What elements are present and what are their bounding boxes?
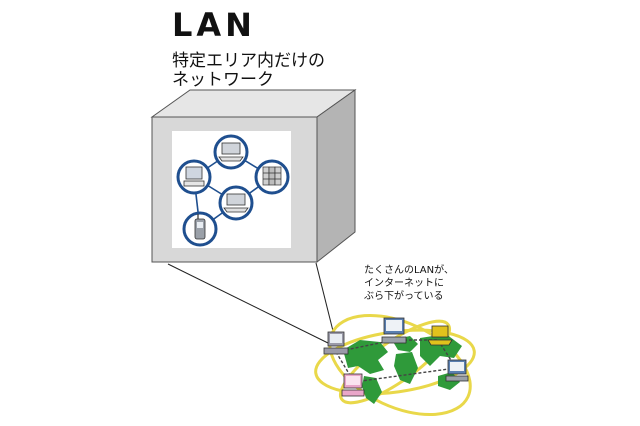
lan-node-desktop-left [176,159,212,195]
subtitle-line-2: ネットワーク [172,70,274,90]
internet-device-5 [341,373,365,397]
laptop-icon [223,193,249,213]
box-side-face [316,89,356,264]
internet-device-1 [323,331,349,355]
server-rack-icon [262,166,282,186]
lan-network [176,134,290,247]
desktop-computer-icon [323,331,349,355]
internet-note-line-2: インターネットに [364,278,444,289]
desktop-computer-icon [183,166,205,187]
subtitle: 特定エリア内だけの ネットワーク [172,52,392,90]
desktop-computer-icon [341,373,365,397]
lan-node-phone-bottom [182,211,218,247]
mobile-phone-icon [194,214,206,240]
internet-note-line-1: たくさんのLANが、 [364,265,454,276]
lan-node-server-right [254,159,290,195]
internet-world-map [314,313,476,417]
laptop-icon [427,325,453,346]
subtitle-line-1: 特定エリア内だけの [172,51,325,71]
internet-device-2 [381,317,407,344]
desktop-computer-icon [445,359,469,382]
laptop-icon [218,142,244,162]
internet-device-3 [427,325,453,346]
desktop-computer-icon [381,317,407,344]
internet-note: たくさんのLANが、 インターネットに ぶら下がっている [364,264,504,303]
connector-lines [167,262,335,344]
page-title: LAN [172,6,256,44]
lan-node-laptop-middle [218,185,254,221]
lan-node-laptop-top [213,134,249,170]
internet-device-4 [445,359,469,382]
internet-note-line-3: ぶら下がっている [364,291,444,302]
